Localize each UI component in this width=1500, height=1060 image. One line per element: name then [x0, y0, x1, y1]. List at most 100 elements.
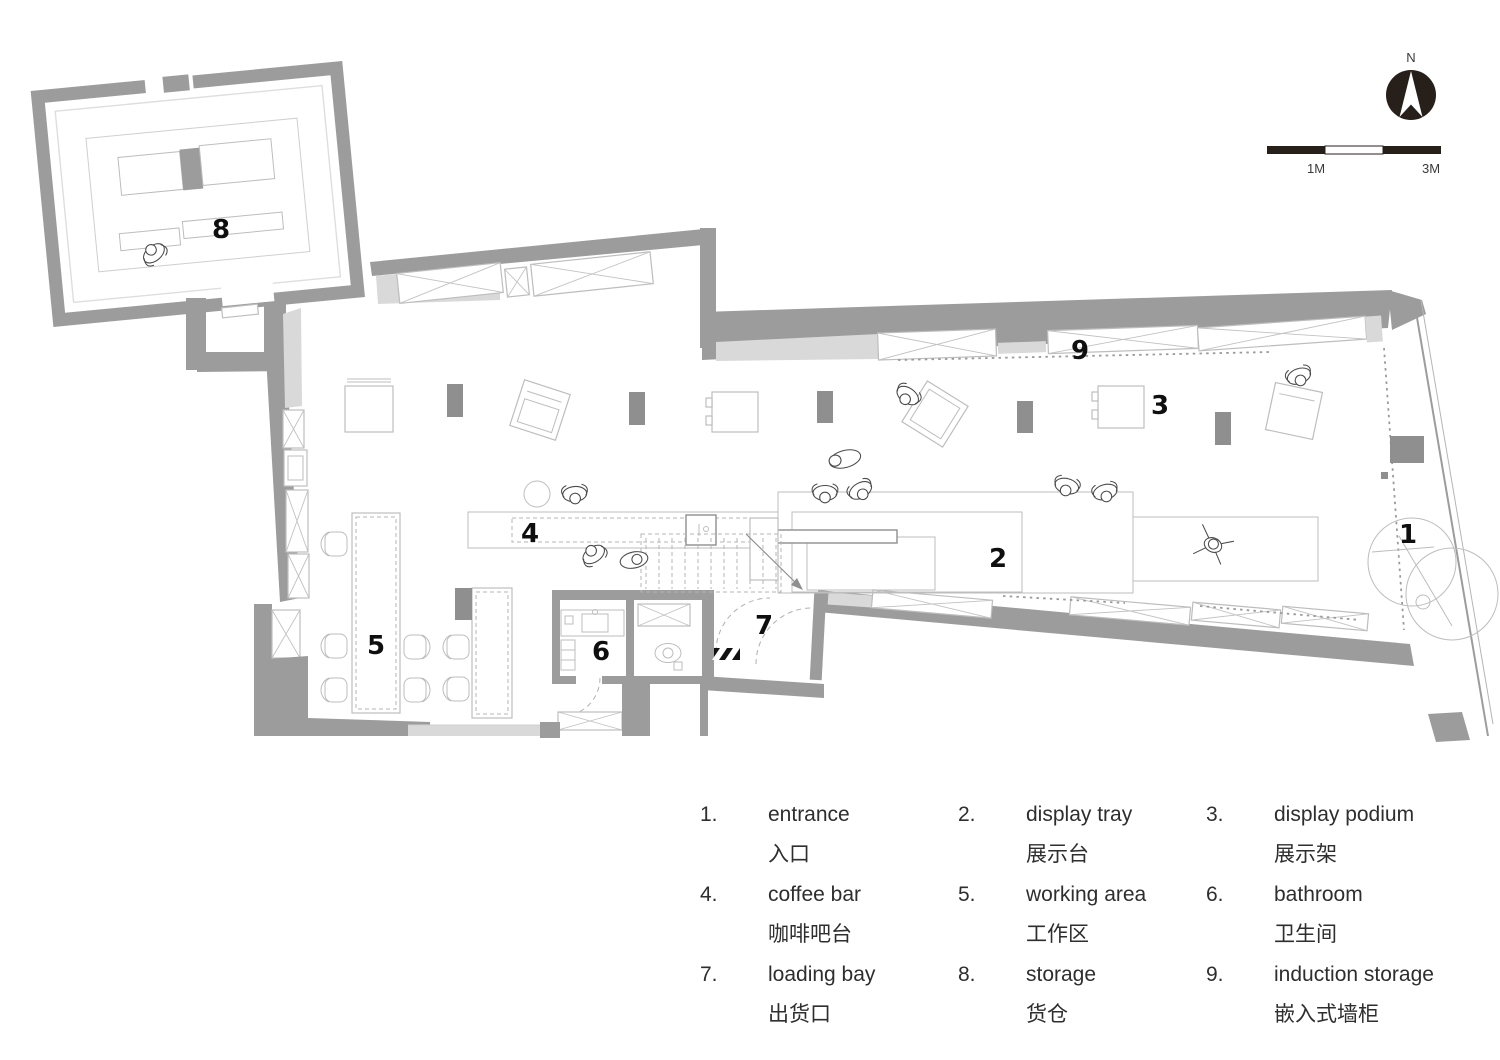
revolving-door [1367, 517, 1457, 607]
bag [619, 551, 649, 569]
person-walking [1193, 524, 1235, 565]
legend-num: 7. [700, 963, 718, 986]
stair-arrow [791, 578, 803, 590]
x-glyph-line [1282, 605, 1368, 632]
loading-bay [702, 590, 827, 698]
south-wall-right [818, 589, 1414, 666]
door-swing [561, 677, 601, 717]
toilet [654, 643, 682, 663]
west-wall [266, 308, 310, 602]
people [137, 236, 1315, 570]
label-entrance: 1 [1399, 520, 1417, 550]
person [844, 475, 878, 506]
bathroom [540, 590, 714, 738]
display-platform [1132, 516, 1319, 582]
podium [344, 385, 394, 433]
chair [320, 677, 348, 703]
working-area [320, 512, 513, 719]
legend-zh: 入口 [768, 843, 810, 866]
person [1051, 473, 1083, 500]
work-table [471, 587, 513, 719]
legend-entry-8: 8. storage 货仓 [958, 955, 1206, 1035]
sink-counter [560, 609, 625, 637]
north-arrow: N [1386, 50, 1436, 120]
legend-num: 6. [1206, 883, 1224, 906]
chair [403, 634, 431, 660]
label-display-podium: 3 [1151, 391, 1169, 421]
legend-en: working area [1026, 883, 1147, 906]
legend-zh: 工作区 [1026, 923, 1089, 946]
round-table [523, 480, 551, 508]
legend-en: display tray [1026, 803, 1133, 826]
x-glyph-line [557, 711, 623, 731]
column [1390, 436, 1424, 463]
vestibule [186, 298, 288, 372]
x-glyph-line [287, 553, 310, 599]
coffee-bar [467, 480, 779, 581]
display-podiums [344, 378, 1324, 448]
legend-en: bathroom [1274, 883, 1363, 906]
bar-counter [467, 511, 779, 549]
legend-en: loading bay [768, 963, 876, 986]
storage-room-walls [30, 61, 365, 327]
x-glyph-line [877, 332, 997, 357]
x-glyph-line [1047, 330, 1199, 349]
plan-labels: 1 2 3 4 5 6 7 8 9 [212, 215, 1417, 667]
legend-zh: 咖啡吧台 [768, 923, 852, 946]
legend-entry-7: 7. loading bay 出货口 [700, 955, 958, 1035]
scale-1m: 1M [1307, 161, 1325, 176]
legend-zh: 出货口 [768, 1003, 831, 1026]
legend-num: 9. [1206, 963, 1224, 986]
legend-en: induction storage [1274, 963, 1434, 986]
column [447, 384, 463, 417]
person [1089, 479, 1121, 506]
legend-num: 4. [700, 883, 718, 906]
column [1017, 401, 1033, 433]
display-tray [764, 491, 1319, 594]
display-shelf [764, 529, 898, 544]
label-working-area: 5 [367, 631, 385, 661]
label-display-tray: 2 [989, 544, 1007, 574]
legend-num: 8. [958, 963, 976, 986]
scale-bar: 1M 3M [1267, 145, 1441, 176]
vestibule-door [220, 303, 260, 319]
label-storage: 8 [212, 215, 230, 245]
cabinet [560, 639, 576, 671]
x-glyph-line [285, 489, 309, 553]
person [811, 483, 839, 504]
revolving-door [1405, 547, 1499, 641]
scale-3m: 3M [1422, 161, 1440, 176]
x-glyph-line [1197, 327, 1367, 340]
column [1215, 412, 1231, 445]
column [455, 588, 472, 620]
legend-zh: 卫生间 [1274, 923, 1337, 946]
legend-en: storage [1026, 963, 1097, 986]
podium [1097, 385, 1145, 429]
legend-entry-2: 2. display tray 展示台 [958, 795, 1206, 875]
work-table [351, 512, 401, 714]
podium [509, 379, 571, 441]
columns [447, 384, 1231, 620]
x-glyph-line [530, 263, 654, 285]
legend-en: display podium [1274, 803, 1415, 826]
chair [320, 633, 348, 659]
legend-zh: 展示台 [1026, 843, 1089, 866]
legend-num: 2. [958, 803, 976, 826]
legend-num: 1. [700, 803, 718, 826]
column [629, 392, 645, 425]
legend-num: 5. [958, 883, 976, 906]
label-induction-storage: 9 [1071, 336, 1089, 366]
entrance-facade [1367, 299, 1499, 742]
legend-en: coffee bar [768, 883, 862, 906]
legend-zh: 嵌入式墙柜 [1274, 1003, 1379, 1026]
storage-shelf [181, 211, 285, 240]
label-loading-bay: 7 [755, 611, 773, 641]
legend-zh: 货仓 [1026, 1003, 1068, 1026]
legend-entry-4: 4. coffee bar 咖啡吧台 [700, 875, 958, 955]
person [576, 538, 610, 570]
door-swing [715, 597, 771, 653]
